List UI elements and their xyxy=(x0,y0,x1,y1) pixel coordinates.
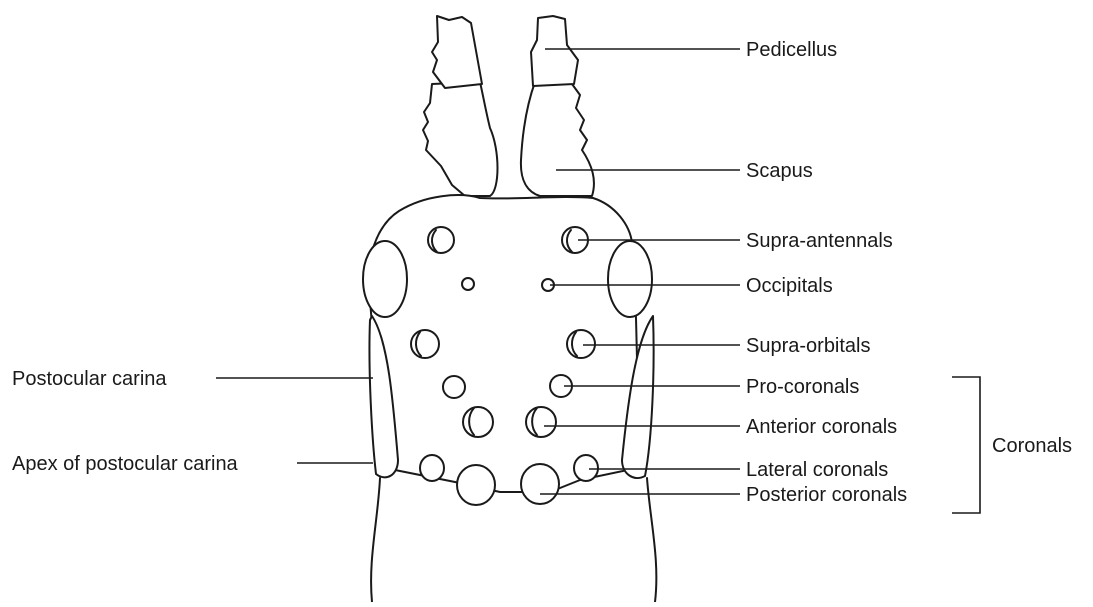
pro-coronals-label: Pro-coronals xyxy=(746,376,859,398)
coronals-label: Coronals xyxy=(992,435,1072,457)
left-pedicellus xyxy=(432,16,482,88)
neck-outline xyxy=(371,478,380,602)
right-pedicellus xyxy=(531,16,578,86)
posterior-coronal-seta-left xyxy=(457,465,495,505)
right-scapus xyxy=(521,82,594,196)
left-eye xyxy=(363,241,407,317)
left-scapus xyxy=(423,82,498,196)
anterior-coronal-seta-right xyxy=(526,407,556,437)
neck-outline-right xyxy=(647,478,656,602)
lateral-coronal-seta-right xyxy=(574,455,598,481)
right-eye xyxy=(608,241,652,317)
scapus-label: Scapus xyxy=(746,160,813,182)
lateral-coronals-label: Lateral coronals xyxy=(746,459,888,481)
coronals-bracket xyxy=(952,377,980,513)
supra-antennals-label: Supra-antennals xyxy=(746,230,893,252)
lateral-coronal-seta-left xyxy=(420,455,444,481)
supra-antennal-seta-left xyxy=(428,227,454,253)
pro-coronal-seta-left xyxy=(443,376,465,398)
anterior-coronals-label: Anterior coronals xyxy=(746,416,897,438)
supra-orbitals-label: Supra-orbitals xyxy=(746,335,871,357)
supra-orbital-seta-right xyxy=(567,330,595,358)
supra-orbital-seta-left xyxy=(411,330,439,358)
occipital-seta-left xyxy=(462,278,474,290)
anterior-coronal-seta-left xyxy=(463,407,493,437)
apex-postocular-carina-label: Apex of postocular carina xyxy=(12,453,239,475)
pedicellus-label: Pedicellus xyxy=(746,39,837,61)
posterior-coronal-seta-right xyxy=(521,464,559,504)
postocular-carina-label: Postocular carina xyxy=(12,368,167,390)
occipitals-label: Occipitals xyxy=(746,275,833,297)
posterior-coronals-label: Posterior coronals xyxy=(746,484,907,506)
